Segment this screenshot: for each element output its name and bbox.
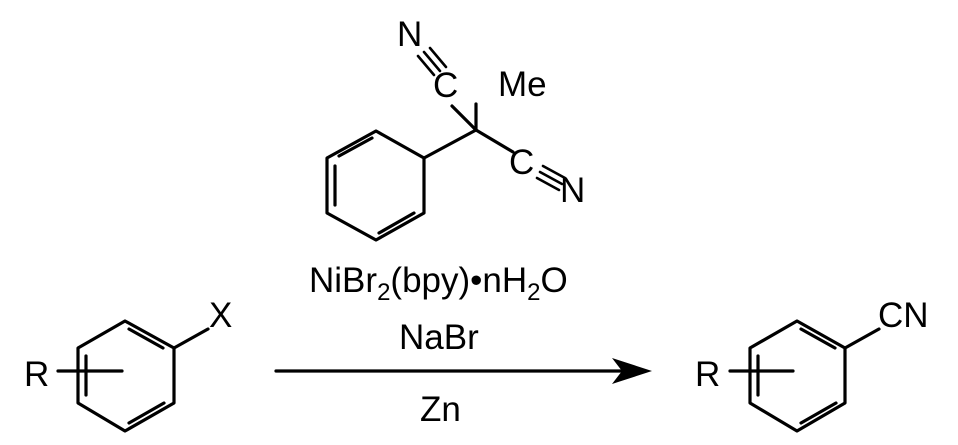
- reaction-arrow-head: [612, 358, 652, 384]
- phenyl-to-quaternary-bond: [422, 128, 478, 160]
- starting-material-structure: R X: [24, 296, 232, 433]
- nitrile-top-triple-bond: [428, 46, 448, 69]
- aryl-to-cn-bond: [843, 327, 881, 350]
- catalyst-suffix: O: [541, 261, 568, 300]
- aryl-double-bond: [799, 327, 837, 350]
- quaternary-to-nitrile-top-bond: [450, 104, 478, 132]
- nitrile-right-triple-bond: [535, 176, 561, 192]
- catalyst-prefix: NiBr: [309, 261, 377, 300]
- product-structure: R CN: [695, 296, 929, 433]
- functional-group-cn: CN: [878, 296, 929, 335]
- aryl-double-bond: [799, 401, 838, 425]
- atom-label-c-top: C: [433, 66, 458, 105]
- reductant-label: Zn: [420, 390, 461, 429]
- aryl-ring-right: [748, 319, 847, 433]
- aryl-double-bond: [127, 327, 165, 350]
- catalyst-label: NiBr2(bpy)•nH2O: [309, 261, 568, 306]
- nitrile-top-triple-bond: [416, 54, 436, 77]
- aryl-ring-left: [76, 319, 176, 433]
- reaction-conditions: NiBr2(bpy)•nH2O NaBr Zn: [274, 261, 652, 429]
- nitrile-right-triple-bond: [538, 170, 564, 186]
- aryl-double-bond: [127, 401, 166, 425]
- phenyl-ring: [325, 129, 426, 242]
- leaving-group-x: X: [209, 296, 232, 335]
- additive-label: NaBr: [399, 318, 479, 357]
- catalyst-subscript-2: 2: [527, 279, 540, 306]
- quaternary-to-nitrile-right-bond: [474, 128, 515, 154]
- atom-label-n-top: N: [397, 15, 422, 54]
- atom-label-c-right: C: [509, 143, 534, 182]
- phenyl-double-bond: [337, 136, 374, 158]
- aryl-to-x-bond: [172, 327, 210, 350]
- atom-label-n-right: N: [560, 171, 585, 210]
- catalyst-middle: (bpy)•nH: [390, 261, 527, 300]
- substituent-r-right: R: [695, 355, 720, 394]
- atom-label-methyl: Me: [498, 65, 547, 104]
- cyanating-reagent-structure: N C Me C N: [325, 15, 585, 242]
- phenyl-double-bond: [377, 211, 416, 235]
- nitrile-top-triple-bond: [422, 50, 442, 73]
- nitrile-right-triple-bond: [541, 164, 567, 180]
- catalyst-subscript-1: 2: [377, 279, 390, 306]
- substituent-r-left: R: [24, 355, 49, 394]
